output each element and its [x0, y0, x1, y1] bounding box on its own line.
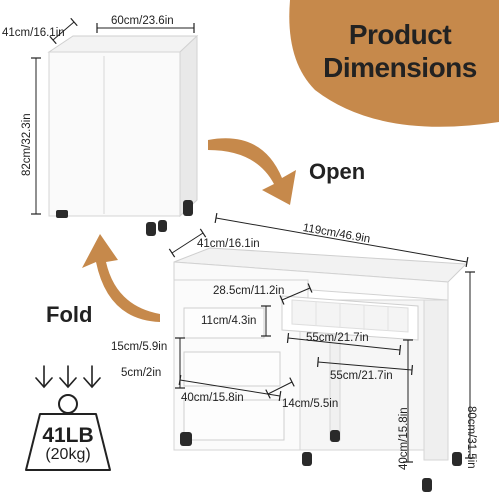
closed-height-label: 82cm/32.3in	[21, 113, 33, 176]
small-drawer-width-label: 40cm/15.8in	[181, 392, 244, 404]
top-drawer-width-label: 55cm/21.7in	[306, 332, 369, 344]
weight-icon	[25, 394, 111, 471]
page-title: Product Dimensions	[316, 18, 484, 84]
title-line-2: Dimensions	[323, 52, 477, 83]
top-drawer-height-label: 11cm/4.3in	[201, 315, 257, 327]
fold-arrow	[82, 234, 160, 322]
closed-cabinet	[47, 34, 199, 236]
open-height-label: 80cm/31.5in	[465, 406, 477, 469]
lower-width-label: 55cm/21.7in	[330, 370, 393, 382]
weight-value: 41LB	[42, 424, 94, 447]
leg-height-label: 40cm/15.8in	[398, 407, 410, 470]
title-line-1: Product	[348, 19, 452, 50]
small-drawer-height-label: 15cm/5.9in	[111, 341, 168, 353]
top-drawer-depth-label: 28.5cm/11.2in	[213, 285, 285, 297]
down-arrow-icon	[35, 365, 101, 389]
weight-metric: (20kg)	[45, 446, 91, 463]
closed-depth-label: 41cm/16.1in	[2, 27, 65, 39]
open-arrow	[208, 138, 296, 205]
open-depth-label: 41cm/16.1in	[197, 238, 260, 250]
small-drawer-depth-label: 14cm/5.5in	[282, 398, 339, 410]
open-label: Open	[309, 159, 366, 184]
small-drawer-gap-label: 5cm/2in	[121, 367, 162, 379]
accent-blob	[289, 0, 499, 127]
fold-label: Fold	[46, 302, 93, 327]
closed-width-label: 60cm/23.6in	[111, 15, 174, 27]
